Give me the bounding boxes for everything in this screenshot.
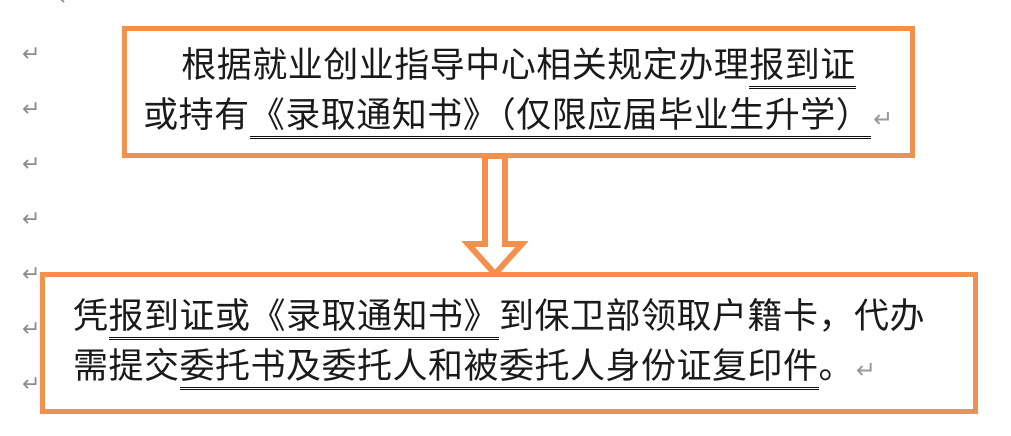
procedure-box: 凭报到证或《录取通知书》到保卫部领取户籍卡，代办 需提交委托书及委托人和被委托人…	[40, 272, 978, 414]
bottom-box-segment: 报到证或《录取通知书》	[108, 296, 500, 340]
bottom-box-segment: 委托书及委托人和被委托人身份证复印件	[179, 346, 819, 390]
paragraph-return-mark: ↵	[856, 355, 877, 384]
paragraph-return-mark: ↵	[22, 317, 41, 342]
requirement-box: 根据就业创业指导中心相关规定办理报到证 或持有《录取通知书》（仅限应届毕业生升学…	[122, 26, 915, 158]
top-box-segment: 报到证	[749, 45, 856, 89]
down-arrow-connector	[462, 156, 528, 276]
bottom-box-segment: 。	[818, 346, 855, 386]
top-box-segment: 根据就业创业指导中心相关规定办理	[181, 45, 750, 85]
bottom-box-segment: 需提交	[73, 346, 180, 386]
paragraph-return-mark: ↵	[22, 372, 41, 397]
requirement-box-line-1: 根据就业创业指导中心相关规定办理报到证	[141, 41, 896, 91]
procedure-box-line-1: 凭报到证或《录取通知书》到保卫部领取户籍卡，代办	[59, 292, 959, 342]
paragraph-return-mark: ↵	[22, 207, 41, 232]
top-box-segment: 或持有	[143, 95, 250, 135]
paragraph-return-mark: ↵	[22, 42, 41, 67]
paragraph-return-mark: ↵	[58, 0, 76, 10]
bottom-box-segment: 凭	[73, 296, 109, 336]
paragraph-return-mark: ↵	[22, 152, 41, 177]
procedure-box-line-2: 需提交委托书及委托人和被委托人身份证复印件。↵	[59, 342, 959, 395]
paragraph-return-mark: ↵	[873, 104, 894, 133]
paragraph-return-mark: ↵	[22, 262, 41, 287]
top-box-segment: 《录取通知书》（仅限应届毕业生升学）	[249, 95, 872, 139]
requirement-box-line-2: 或持有《录取通知书》（仅限应届毕业生升学）↵	[141, 91, 896, 144]
paragraph-return-mark: ↵	[22, 97, 41, 122]
down-arrow-icon	[462, 156, 528, 276]
bottom-box-segment: 到保卫部领取户籍卡，代办	[499, 296, 926, 336]
